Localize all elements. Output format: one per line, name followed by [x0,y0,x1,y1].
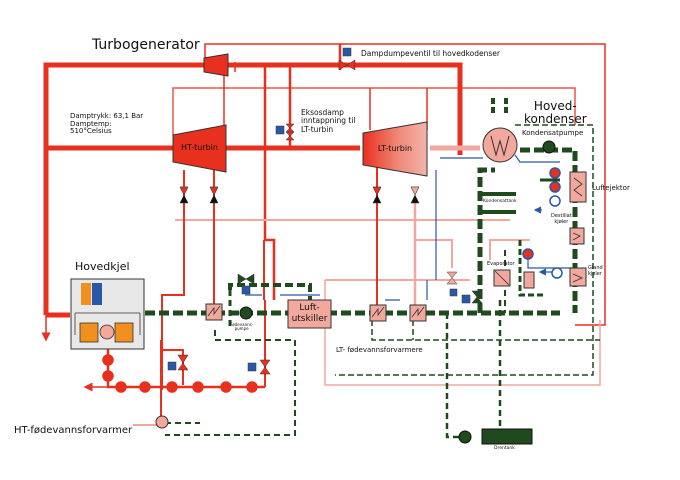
condensate-tank-label: Kondensattank [483,199,517,204]
lp-steam-lines [133,145,601,426]
deaerator [287,299,332,329]
steam-thin-lines [172,43,606,326]
feedwater-line [83,345,265,393]
ht-feedwater-heater [155,415,169,429]
feedwater-pump-label: Fødevanns- pumpe [230,322,254,332]
air-ejector-label: Luftejektor [592,184,630,192]
distillate-cooler [522,227,585,260]
lt-feedwater-heaters [369,304,427,322]
ht-turbine [172,124,227,173]
condensate-tank [482,192,516,214]
valves [167,47,483,375]
dump-valve-label: Dampdumpeventil til hovedkodenser [361,49,500,58]
turbine-bleed-lines [160,165,378,420]
feedwater-heater-small [205,303,253,321]
distillate-cooler-label: Destillat kjøler [551,213,572,225]
turbogenerator [203,53,229,77]
ht-feedwater-heater-label: HT-fødevannsforvarmer [14,425,133,436]
evaporator-label: Evaporator [487,261,515,267]
drain-tank-label: Drentank [494,446,515,451]
lt-feedwater-heaters-label: LT- fødevannsforvarmere [336,346,423,354]
evaporator [493,269,535,289]
exhaust-steam-label: Eksosdamp inntappning til LT-turbin [301,108,356,134]
main-condenser [482,127,518,163]
condensate-pump-label: Kondensatpumpe [522,129,584,138]
turbogenerator-label: Turbogenerator [92,37,200,53]
condensate-lines [145,98,600,439]
drain-tank [458,428,533,445]
main-condenser-label: Hoved- kondenser [524,99,587,127]
main-boiler [70,278,145,350]
condensate-pump [542,140,556,154]
gland-cooler-label: Gland kjøler [588,265,603,277]
deaerator-label: Luft- utskiller [291,303,328,324]
lt-turbine-label: LT-turbin [377,144,413,153]
ht-turbine-label: HT-turbin [181,143,218,152]
air-ejector [549,167,587,207]
gland-cooler [551,267,587,287]
steam-info: Damptrykk: 63,1 Bar Damptemp: 510°Celsiu… [70,112,144,136]
main-boiler-label: Hovedkjel [75,260,130,273]
lt-turbine [362,121,428,177]
